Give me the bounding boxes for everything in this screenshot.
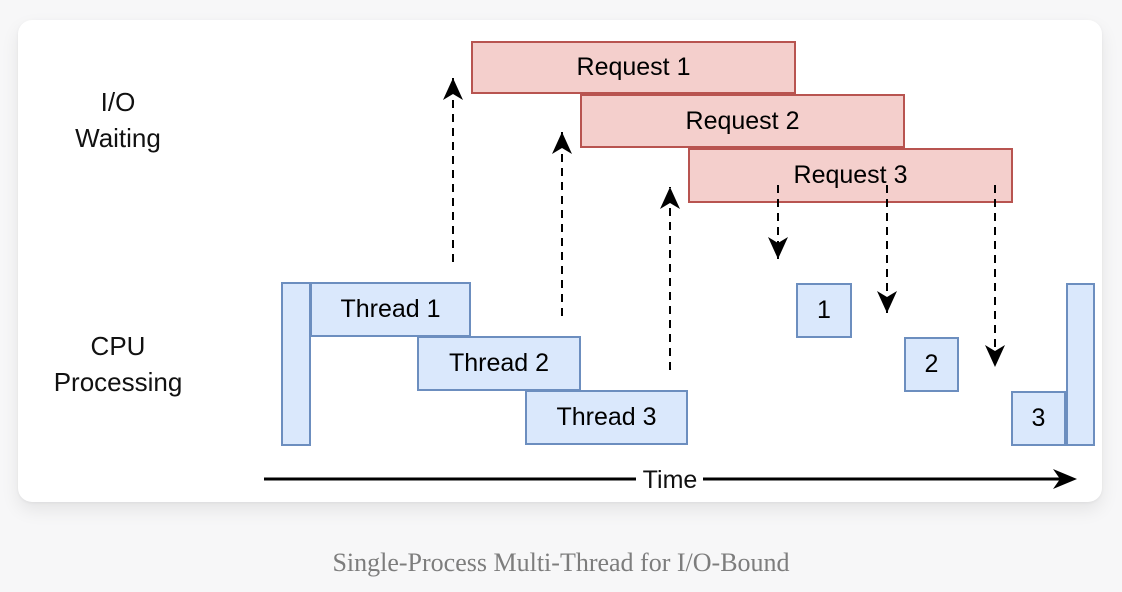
thread-2-label: Thread 2 — [448, 349, 550, 377]
process-bar-end — [1066, 283, 1095, 446]
diagram-card: I/O Waiting CPU Processing Request 1 Req… — [18, 20, 1102, 502]
request-3-box: Request 3 — [688, 148, 1013, 203]
thread-2-box: Thread 2 — [417, 336, 581, 391]
request-2-box: Request 2 — [580, 94, 905, 148]
io-waiting-label-line2: Waiting — [75, 123, 161, 153]
request-2-label: Request 2 — [685, 106, 800, 135]
thread-3-label: Thread 3 — [556, 403, 657, 431]
result-2-box: 2 — [904, 337, 959, 392]
cpu-processing-label: CPU Processing — [28, 328, 208, 400]
result-3-label: 3 — [1031, 404, 1046, 432]
io-waiting-label-line1: I/O — [100, 87, 136, 117]
caption: Single-Process Multi-Thread for I/O-Boun… — [332, 548, 790, 577]
result-1-box: 1 — [796, 283, 852, 338]
thread-3-box: Thread 3 — [525, 390, 688, 445]
request-1-label: Request 1 — [576, 53, 691, 81]
thread-1-label: Thread 1 — [340, 295, 441, 323]
request-1-box: Request 1 — [471, 41, 796, 94]
cpu-processing-label-line2: Processing — [53, 367, 183, 397]
result-3-box: 3 — [1011, 391, 1066, 446]
result-1-label: 1 — [817, 296, 831, 324]
io-waiting-label: I/O Waiting — [28, 84, 208, 156]
thread-1-box: Thread 1 — [310, 282, 471, 337]
process-bar-start — [281, 282, 311, 446]
cpu-processing-label-line1: CPU — [90, 331, 146, 361]
request-3-label: Request 3 — [793, 161, 908, 189]
result-2-label: 2 — [924, 350, 939, 378]
